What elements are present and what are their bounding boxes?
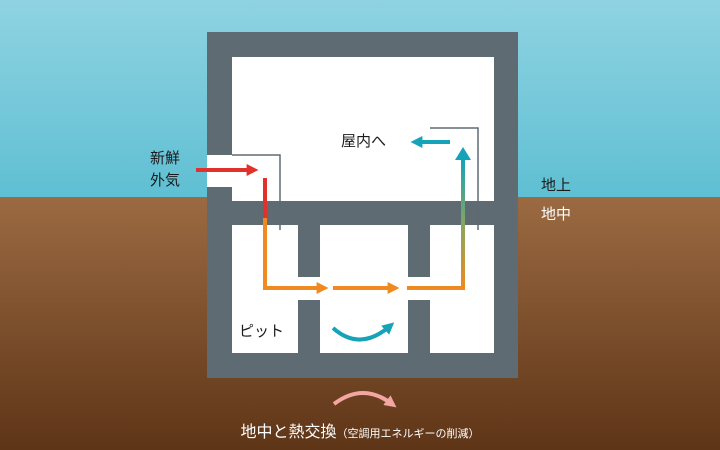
indoor-room (232, 57, 494, 201)
heat-exchange-arrow (332, 391, 397, 408)
intake-shaft-outline (232, 154, 281, 230)
caption: 地中と熱交換（空調用エネルギーの削減） (0, 418, 720, 442)
caption-main: 地中と熱交換 (240, 422, 337, 441)
fresh-air-label: 新鮮 外気 (150, 147, 180, 191)
air-rising-arrow (407, 158, 465, 290)
caption-sub: （空調用エネルギーの削減） (336, 427, 480, 440)
fresh-air-label-line2: 外気 (150, 171, 181, 189)
fresh-air-label-line1: 新鮮 (150, 149, 181, 167)
above-ground-label: 地上 (541, 176, 572, 194)
pit-divider-right-top (408, 225, 430, 277)
pit-circulation-arrow (331, 322, 395, 342)
to-indoor-label: 屋内へ (341, 132, 387, 150)
air-rising-arrowhead (455, 147, 471, 160)
pit-divider-right-bottom (408, 300, 430, 353)
pit-label: ピット (239, 322, 285, 340)
warm-air-descending-arrow (263, 218, 329, 294)
outflow-shaft-outline (430, 127, 479, 230)
below-ground-label: 地中 (541, 205, 572, 223)
pit-divider-left-top (298, 225, 320, 277)
pit-divider-left-bottom (298, 300, 320, 353)
